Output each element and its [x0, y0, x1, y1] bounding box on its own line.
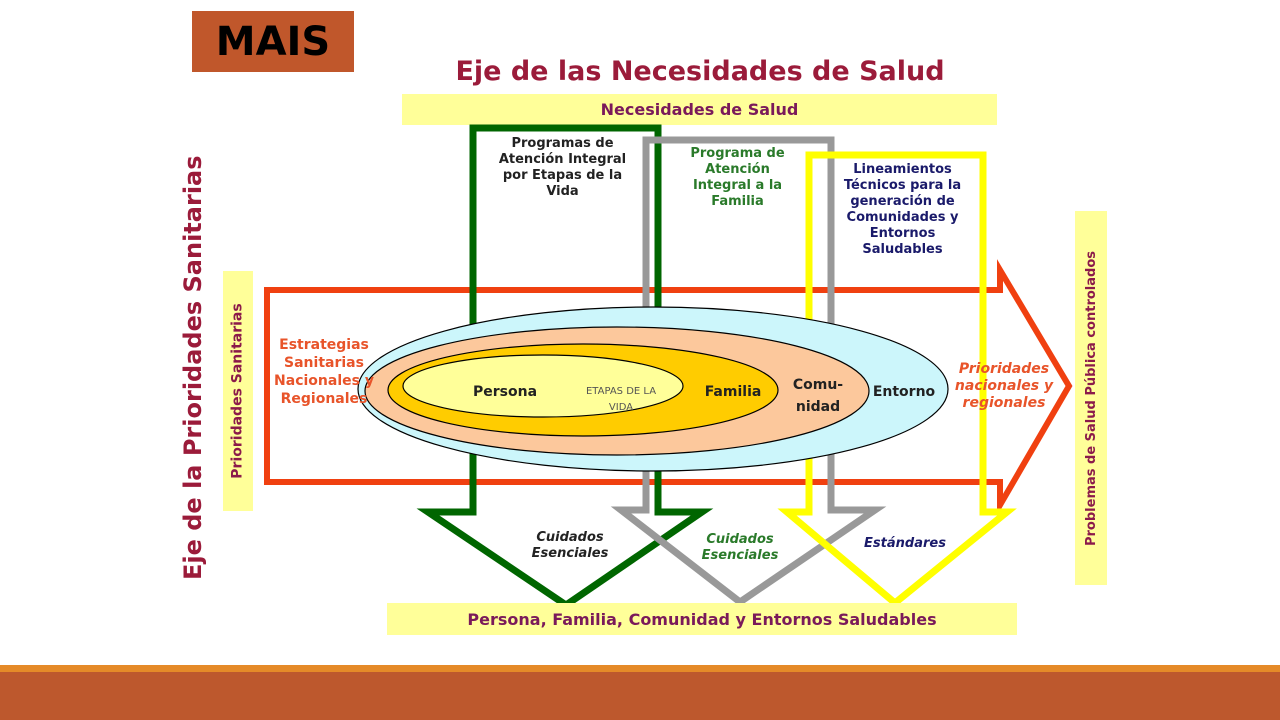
left-band-label: Prioridades Sanitarias: [230, 303, 246, 479]
gray-down-arrow: [610, 136, 887, 607]
right-band-label: Problemas de Salud Pública controlados: [1083, 250, 1099, 546]
output-label-3: Estándares: [864, 536, 946, 551]
yellow-down-arrow: [777, 151, 1017, 608]
familia-label: Familia: [704, 384, 762, 400]
output-label-1: Cuidados Esenciales: [531, 530, 609, 561]
top-band: Necesidades de Salud: [402, 94, 997, 125]
persona-ellipse: [402, 354, 684, 418]
priorities-arrow: [264, 259, 1073, 517]
persona-label: Persona: [472, 384, 538, 400]
program-label-3: Lineamientos Técnicos para la generación…: [843, 162, 962, 257]
comunidad-label: Comu- nidad: [792, 377, 844, 415]
logo: MAIS: [192, 11, 354, 72]
left-band: Prioridades Sanitarias: [223, 271, 253, 511]
entorno-label: Entorno: [872, 384, 936, 400]
green-down-arrow: [416, 124, 714, 610]
program-label-2: Programa de Atención Integral a la Famil…: [690, 146, 785, 209]
page-title: Eje de las Necesidades de Salud: [455, 56, 945, 87]
program-label-1: Programas de Atención Integral por Etapa…: [498, 136, 627, 199]
output-label-2: Cuidados Esenciales: [701, 532, 779, 563]
footer-stripe: [0, 665, 1280, 672]
footer-bar: [0, 672, 1280, 720]
etapas-label: ETAPAS DE LA VIDA: [585, 386, 657, 413]
bottom-band: Persona, Familia, Comunidad y Entornos S…: [387, 603, 1017, 635]
priorities-label: Prioridades nacionales y regionales: [954, 361, 1054, 411]
right-band: Problemas de Salud Pública controlados: [1075, 211, 1107, 585]
strategies-label: Estrategias Sanitarias Nacionales y Regi…: [274, 337, 374, 407]
